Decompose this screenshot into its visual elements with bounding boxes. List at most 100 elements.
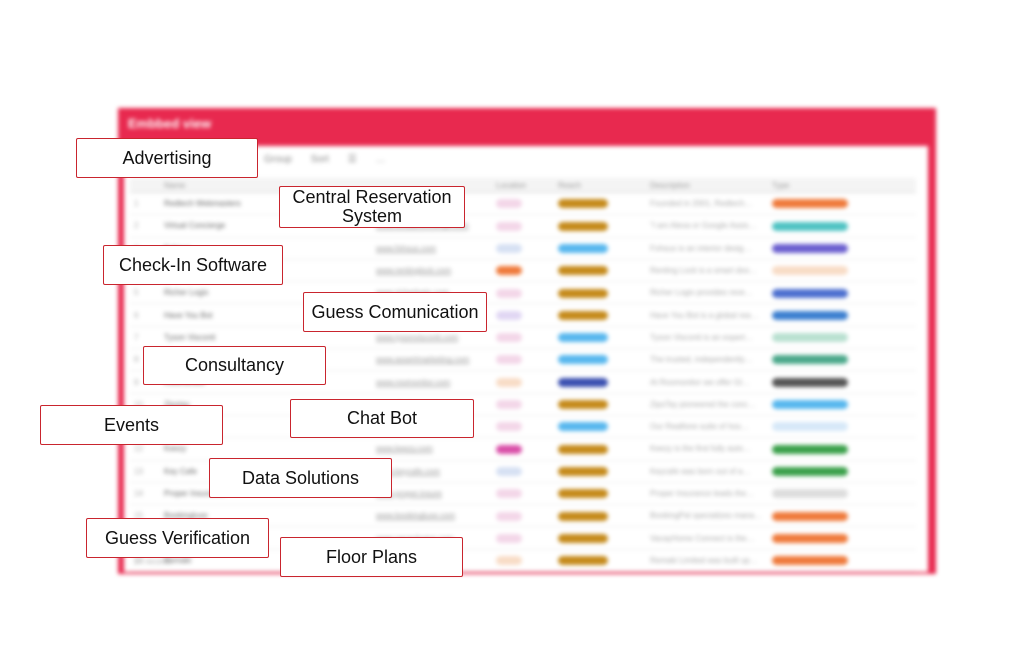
row-website-link[interactable]: www.assertmarketing.com [372, 348, 492, 372]
row-type [768, 303, 916, 327]
reach-tag [558, 422, 608, 432]
row-number: 2 [130, 214, 160, 238]
row-website-link[interactable]: www.bookingluxe.com [372, 504, 492, 528]
row-website-link[interactable]: www.proper.insure [372, 482, 492, 506]
row-description: Proper Insurance leads the… [646, 482, 768, 506]
reach-tag [558, 288, 608, 298]
reach-tag [558, 533, 608, 543]
table-toolbar: Group Sort ☰ … [264, 154, 401, 165]
row-reach [554, 437, 646, 461]
row-reach [554, 348, 646, 372]
reach-tag [558, 377, 608, 387]
row-description: Keycafe was born out of a… [646, 460, 768, 483]
row-location [492, 237, 554, 260]
row-type [768, 281, 916, 305]
location-tag [496, 556, 522, 566]
callout-central-reservation-system: Central Reservation System [279, 186, 465, 228]
row-description: Tyson Visconti is an expert… [646, 326, 768, 350]
row-description: ZipsTay pioneered the conc… [646, 393, 768, 416]
row-type [768, 415, 916, 439]
row-website-link[interactable]: www.keezy.com [372, 437, 492, 461]
type-tag [772, 556, 848, 566]
row-logo [260, 437, 372, 461]
column-header[interactable]: Location [492, 178, 554, 193]
row-location [492, 415, 554, 439]
type-tag [772, 511, 848, 521]
row-type [768, 370, 916, 394]
location-tag [496, 333, 522, 343]
type-tag [772, 444, 848, 454]
row-location [492, 504, 554, 528]
row-location [492, 549, 554, 573]
reach-tag [558, 355, 608, 365]
location-tag [496, 511, 522, 521]
column-header[interactable]: Name [160, 178, 260, 193]
type-tag [772, 355, 848, 365]
column-header[interactable]: Reach [554, 178, 646, 193]
row-type [768, 549, 916, 573]
row-name: Virtual Concierge [160, 214, 260, 238]
type-tag [772, 533, 848, 543]
row-website-link[interactable]: www.keycafe.com [372, 460, 492, 483]
sort-button[interactable]: Sort [310, 154, 329, 165]
row-height-icon[interactable]: ☰ [347, 154, 357, 165]
row-website-link[interactable]: www.rentinglock.com [372, 259, 492, 283]
reach-tag [558, 243, 608, 253]
location-tag [496, 400, 522, 410]
reach-tag [558, 221, 608, 231]
row-website-link[interactable]: www.fohsus.com [372, 237, 492, 260]
callout-data-solutions: Data Solutions [209, 458, 392, 498]
callout-guess-comunication: Guess Comunication [303, 292, 487, 332]
location-tag [496, 266, 522, 276]
location-tag [496, 221, 522, 231]
row-description: VacayHome Connect is the… [646, 526, 768, 550]
row-type [768, 460, 916, 483]
reach-tag [558, 556, 608, 566]
row-description: Renting Lock is a smart doo… [646, 259, 768, 283]
row-location [492, 348, 554, 372]
column-header[interactable]: Type [768, 178, 916, 193]
type-tag [772, 243, 848, 253]
row-reach [554, 393, 646, 416]
row-type [768, 437, 916, 461]
column-header[interactable] [130, 178, 160, 193]
callout-events: Events [40, 405, 223, 445]
row-reach [554, 259, 646, 283]
row-location [492, 281, 554, 305]
row-description: Richer Logix provides reve… [646, 281, 768, 305]
column-header[interactable]: Description [646, 178, 768, 193]
row-name: Have You Bot [160, 303, 260, 327]
row-logo [260, 237, 372, 260]
group-button[interactable]: Group [264, 154, 292, 165]
type-tag [772, 466, 848, 476]
row-description: Remaki Limited was built up… [646, 549, 768, 573]
row-reach [554, 281, 646, 305]
row-location [492, 482, 554, 506]
row-description: The trusted, independently… [646, 348, 768, 372]
reach-tag [558, 266, 608, 276]
row-number: 1 [130, 192, 160, 216]
type-tag [772, 400, 848, 410]
table-row[interactable]: 11Realfonewww.realfone.comOur Realfone s… [130, 415, 916, 439]
row-location [492, 214, 554, 238]
row-logo [260, 259, 372, 283]
table-row[interactable]: 10Zipstaywww.zipstay.comZipsTay pioneere… [130, 393, 916, 416]
location-tag [496, 466, 522, 476]
row-location [492, 303, 554, 327]
type-tag [772, 310, 848, 320]
type-tag [772, 221, 848, 231]
row-description: "I am Alexa or Google Assis… [646, 214, 768, 238]
reach-tag [558, 511, 608, 521]
more-icon[interactable]: … [375, 154, 386, 165]
row-website-link[interactable]: www.roomonitor.com [372, 370, 492, 394]
reach-tag [558, 444, 608, 454]
row-location [492, 437, 554, 461]
row-number: 13 [130, 460, 160, 483]
